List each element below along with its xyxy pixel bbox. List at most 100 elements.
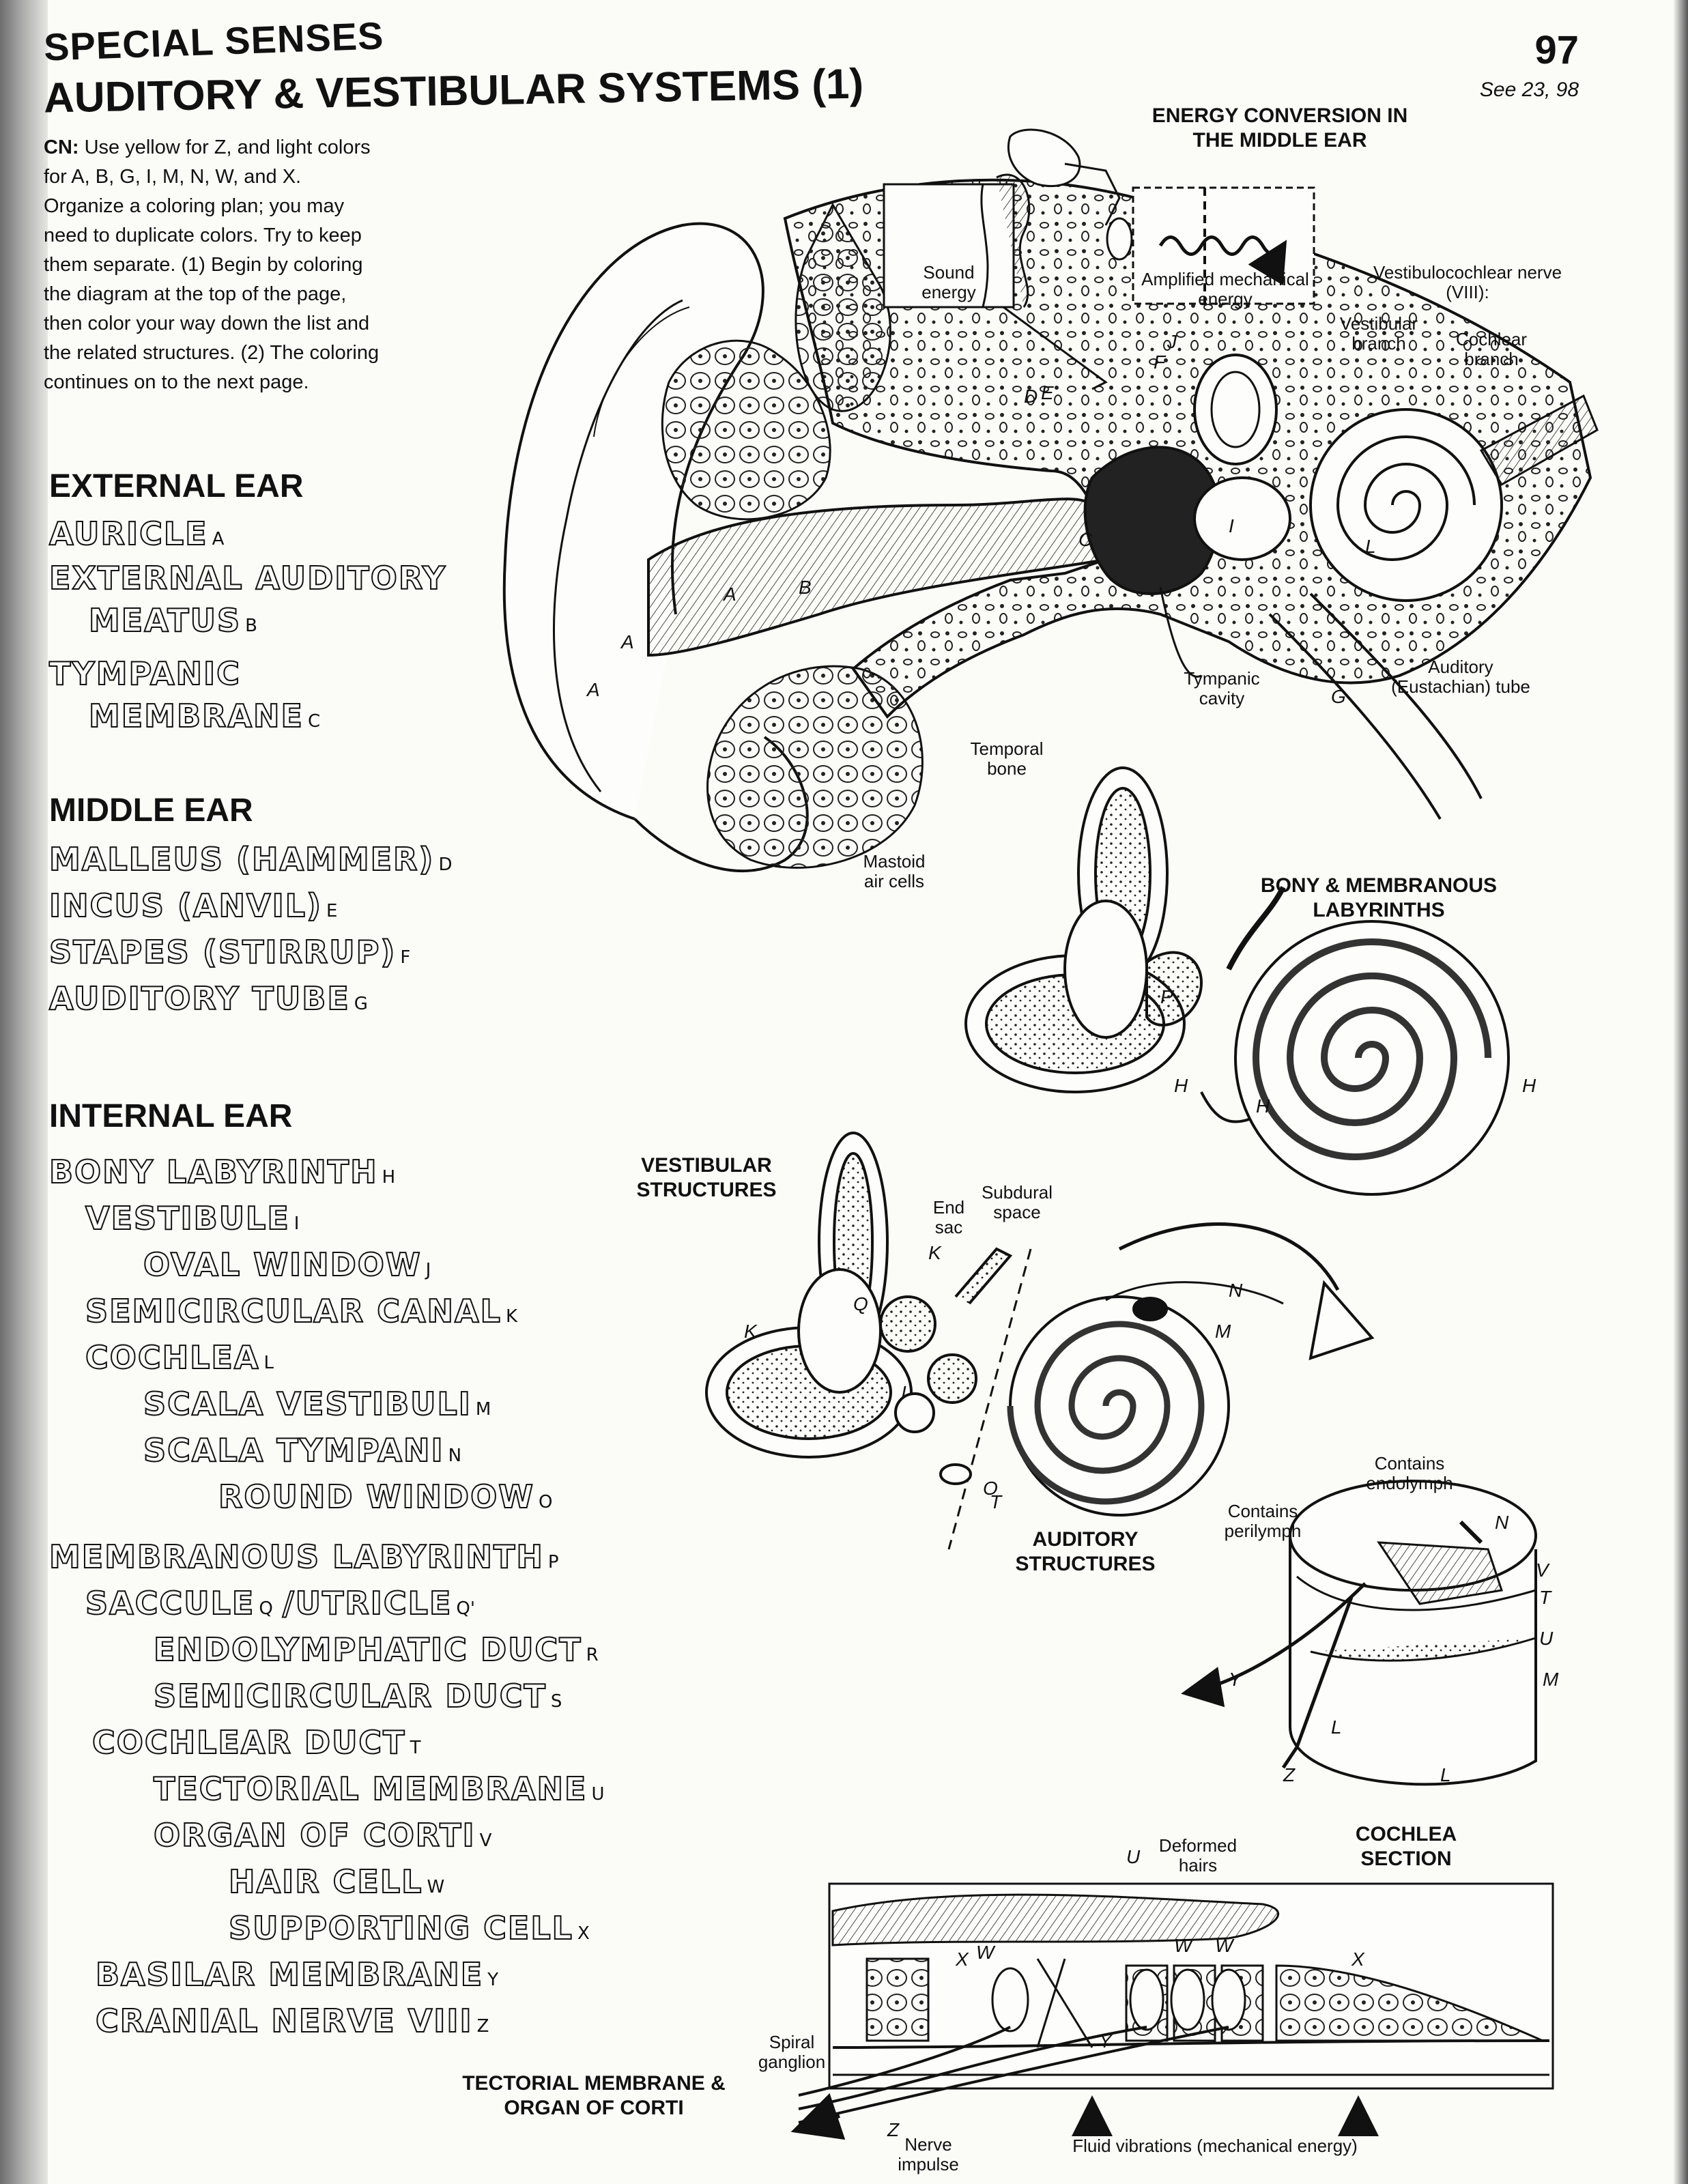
figure-title-tectorial: TECTORIAL MEMBRANE & ORGAN OF CORTI <box>462 2072 726 2119</box>
svg-text:N: N <box>1495 1512 1509 1533</box>
svg-text:A: A <box>586 679 600 700</box>
energy-conversion-inset <box>883 128 1315 390</box>
svg-text:H: H <box>1174 1075 1188 1096</box>
svg-text:W: W <box>1174 1935 1194 1956</box>
label-fluid-vibrations: Fluid vibrations (mechanical energy) <box>1072 2136 1358 2156</box>
svg-text:N: N <box>1229 1280 1243 1301</box>
svg-text:Z: Z <box>1283 1764 1296 1785</box>
svg-text:H: H <box>1256 1095 1270 1117</box>
svg-text:K: K <box>928 1242 942 1263</box>
term-external-auditory: EXTERNAL AUDITORY <box>48 559 447 597</box>
svg-text:J: J <box>1167 331 1177 352</box>
svg-text:T: T <box>1539 1587 1552 1608</box>
label-temporal-bone: Temporal bone <box>970 738 1044 779</box>
labyrinths-diagram <box>964 766 1510 1196</box>
page-number: 97 <box>1534 28 1579 72</box>
term-incus: INCUS (ANVIL)E <box>48 887 338 925</box>
label-tympanic-cavity: Tympanic cavity <box>1184 668 1260 708</box>
label-vestibulocochlear-nerve: Vestibulocochlear nerve (VIII): <box>1373 262 1562 302</box>
ear-cross-section <box>502 178 1599 873</box>
label-amplified-energy: Amplified mechanical energy <box>1141 269 1309 309</box>
svg-text:U: U <box>1539 1628 1554 1649</box>
label-spiral-ganglion: Spiral ganglion <box>758 2032 826 2072</box>
figure-title-auditory: AUDITORY STRUCTURES <box>1015 1528 1156 1575</box>
label-subdural-space: Subdural space <box>981 1182 1053 1222</box>
svg-text:I: I <box>1229 515 1234 536</box>
svg-text:Z: Z <box>887 2119 900 2140</box>
svg-text:P: P <box>1160 986 1173 1007</box>
svg-text:E: E <box>1041 382 1054 403</box>
svg-text:C: C <box>1078 529 1093 550</box>
cross-reference: See 23, 98 <box>1479 78 1579 101</box>
cochlea-section-diagram <box>1181 1480 1537 1786</box>
svg-text:H: H <box>1522 1075 1536 1096</box>
svg-text:K: K <box>744 1321 758 1342</box>
svg-text:M: M <box>1543 1669 1559 1690</box>
coloring-notes: CN: Use yellow for Z, and light colors f… <box>44 133 385 397</box>
svg-text:G: G <box>1331 686 1346 707</box>
book-spine-shadow <box>0 0 48 2184</box>
svg-text:Y: Y <box>1229 1669 1243 1690</box>
svg-text:A: A <box>722 584 736 605</box>
svg-text:M: M <box>1215 1321 1231 1342</box>
label-deformed-hairs: Deformed hairs <box>1158 1835 1238 1876</box>
coloring-notes-text: Use yellow for Z, and light colors for A… <box>44 136 380 393</box>
svg-text:O: O <box>983 1478 998 1499</box>
svg-text:I: I <box>901 1382 906 1403</box>
svg-text:W: W <box>1215 1935 1235 1956</box>
svg-text:A: A <box>620 631 634 652</box>
figure-title-cochlea-section: COCHLEA SECTION <box>1355 1823 1457 1870</box>
figure-title-vestibular: VESTIBULAR STRUCTURES <box>636 1154 777 1201</box>
svg-text:D: D <box>1024 386 1038 407</box>
svg-text:L: L <box>1440 1764 1451 1785</box>
svg-text:Y: Y <box>1099 2030 1113 2052</box>
svg-text:L: L <box>1331 1716 1342 1738</box>
svg-text:V: V <box>1536 1560 1550 1581</box>
label-auditory-tube: Auditory (Eustachian) tube <box>1391 657 1530 697</box>
internal-ear-heading: INTERNAL EAR <box>49 1098 293 1134</box>
label-sound-energy: Sound energy <box>921 262 976 302</box>
coloring-notes-prefix: CN: <box>44 136 79 158</box>
diagram-letter-labels: AAA BCD EFJ GLI HHH PQI NMO TKK NVT UML … <box>586 331 1559 2140</box>
organ-of-corti-diagram <box>790 1882 1554 2140</box>
svg-text:U: U <box>1126 1846 1141 1867</box>
label-cochlear-branch: Cochlear branch <box>1455 329 1528 369</box>
term-stapes: STAPES (STIRRUP)F <box>48 933 411 971</box>
label-contains-endolymph: Contains endolymph <box>1366 1453 1453 1493</box>
term-tympanic: TYMPANIC <box>48 655 241 693</box>
label-contains-perilymph: Contains perilymph <box>1224 1501 1302 1541</box>
svg-text:T: T <box>990 1491 1003 1512</box>
svg-text:L: L <box>1365 536 1376 557</box>
figure-title-energy-conversion: ENERGY CONVERSION IN THE MIDDLE EAR <box>1151 104 1408 152</box>
svg-text:B: B <box>799 577 812 598</box>
middle-ear-heading: MIDDLE EAR <box>49 792 253 829</box>
label-end-sac: End sac <box>932 1197 965 1237</box>
svg-text:F: F <box>1154 351 1167 373</box>
page-edge-shadow <box>1673 0 1688 2184</box>
external-ear-heading: EXTERNAL EAR <box>49 468 304 504</box>
vestibular-auditory-diagram <box>705 1132 1375 1550</box>
svg-text:X: X <box>955 1949 969 1970</box>
label-mastoid-air-cells: Mastoid air cells <box>863 851 926 891</box>
